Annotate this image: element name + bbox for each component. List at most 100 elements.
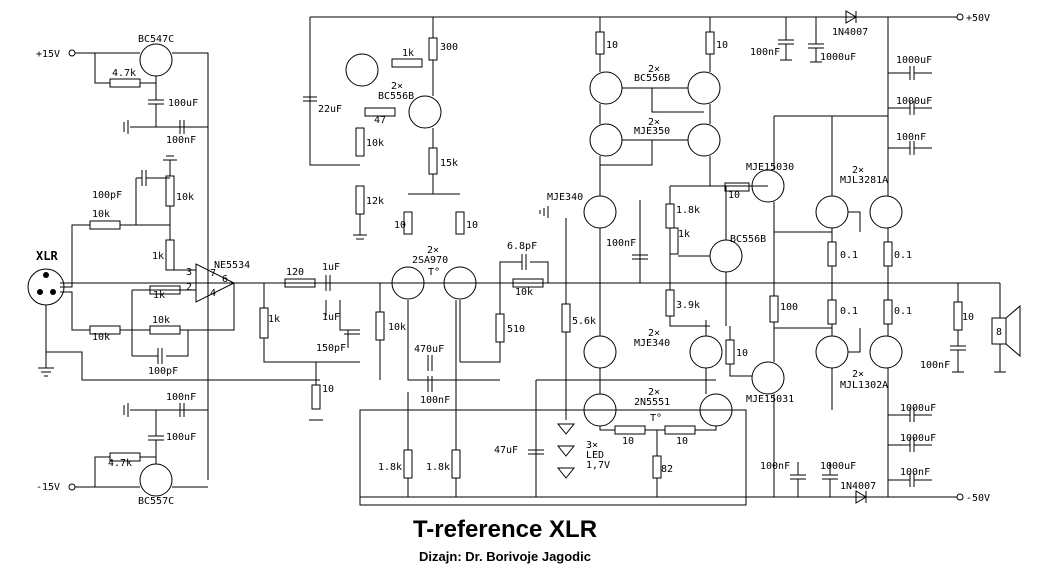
svg-text:100uF: 100uF	[166, 432, 196, 443]
svg-text:1k: 1k	[678, 229, 690, 240]
svg-text:10: 10	[394, 220, 406, 231]
rail-pos-label: +50V	[966, 13, 990, 24]
current-mirror: 10 10 2× BC556B 2× MJE350	[589, 17, 728, 196]
svg-text:100nF: 100nF	[750, 47, 780, 58]
ne5534-label: NE5534	[214, 260, 250, 271]
svg-text:10: 10	[676, 436, 688, 447]
svg-text:3: 3	[186, 267, 192, 278]
svg-text:10: 10	[322, 384, 334, 395]
mje340-b1	[583, 335, 617, 369]
opamp-stage: 10k 10k 100pF 10k 1k NE5534 3 2 7 6 4 1k…	[89, 155, 360, 421]
svg-text:MJE15030: MJE15030	[746, 162, 794, 173]
mje350-q2	[687, 123, 721, 157]
svg-text:1.8k: 1.8k	[378, 462, 402, 473]
mjl3281a-q1	[815, 195, 849, 229]
schematic-title: T-reference XLR	[412, 516, 598, 543]
svg-text:100: 100	[780, 302, 798, 313]
svg-text:2×: 2×	[648, 328, 660, 339]
mje15031-driver	[751, 361, 785, 395]
bc556b-mirror1	[589, 71, 623, 105]
svg-text:0.1: 0.1	[894, 306, 912, 317]
svg-text:T°: T°	[428, 267, 440, 278]
svg-text:MJE15031: MJE15031	[746, 394, 794, 405]
svg-text:BC556B: BC556B	[730, 234, 766, 245]
svg-text:10: 10	[622, 436, 634, 447]
svg-text:2N5551: 2N5551	[634, 397, 670, 408]
svg-text:10k: 10k	[152, 315, 170, 326]
svg-text:3.9k: 3.9k	[676, 300, 700, 311]
svg-text:BC556B: BC556B	[378, 91, 414, 102]
svg-text:47uF: 47uF	[494, 445, 518, 456]
mje340-vas	[583, 195, 617, 229]
svg-text:1000uF: 1000uF	[896, 96, 932, 107]
svg-text:0.1: 0.1	[840, 250, 858, 261]
bc556b-q2	[408, 95, 442, 129]
mje340-b2	[689, 335, 723, 369]
svg-text:10: 10	[716, 40, 728, 51]
svg-text:5.6k: 5.6k	[572, 316, 596, 327]
svg-text:1000uF: 1000uF	[900, 403, 936, 414]
svg-text:100nF: 100nF	[760, 461, 790, 472]
svg-text:1.8k: 1.8k	[426, 462, 450, 473]
svg-text:LED: LED	[586, 450, 604, 461]
svg-text:10k: 10k	[92, 332, 110, 343]
output-stage: 10 MJE15030 10 MJE15031 100 2× MJL3281A …	[724, 17, 912, 497]
diode-pos-icon	[845, 10, 857, 24]
svg-text:1000uF: 1000uF	[820, 52, 856, 63]
regulator-section: +15V BC547C 4.7k 100uF 100nF -15V BC557C…	[36, 34, 209, 507]
ne5534-opamp	[195, 263, 236, 303]
svg-text:6: 6	[222, 274, 228, 285]
diode-neg-icon	[855, 490, 867, 504]
xlr-input: XLR	[27, 224, 320, 381]
mjl1302a-q2	[869, 335, 903, 369]
bc557c-label: BC557C	[138, 496, 174, 507]
svg-text:100uF: 100uF	[168, 98, 198, 109]
svg-text:4: 4	[210, 288, 216, 299]
svg-text:15k: 15k	[440, 158, 458, 169]
svg-text:1k: 1k	[402, 48, 414, 59]
svg-text:MJE350: MJE350	[634, 126, 670, 137]
svg-text:100nF: 100nF	[920, 360, 950, 371]
svg-text:2×: 2×	[648, 387, 660, 398]
svg-text:4.7k: 4.7k	[108, 458, 132, 469]
bc557c-transistor	[139, 463, 173, 497]
mje350-q1	[589, 123, 623, 157]
svg-text:300: 300	[440, 42, 458, 53]
svg-text:10: 10	[728, 190, 740, 201]
svg-text:0.1: 0.1	[840, 306, 858, 317]
svg-text:100nF: 100nF	[166, 392, 196, 403]
schematic-author: Dizajn: Dr. Borivoje Jagodic	[419, 549, 591, 564]
svg-text:6.8pF: 6.8pF	[507, 241, 537, 252]
svg-text:BC556B: BC556B	[634, 73, 670, 84]
led-string-icon	[556, 423, 576, 479]
sa970-q2	[443, 266, 477, 300]
svg-text:2×: 2×	[852, 369, 864, 380]
svg-text:22uF: 22uF	[318, 104, 342, 115]
svg-text:510: 510	[507, 324, 525, 335]
svg-text:47: 47	[374, 115, 386, 126]
svg-text:10: 10	[962, 312, 974, 323]
svg-text:2×: 2×	[648, 117, 660, 128]
svg-text:12k: 12k	[366, 196, 384, 207]
input-diff-pair: 2× BC556B 1k 47 300 22uF 10k 12k 15k 10 …	[303, 17, 549, 497]
svg-text:150pF: 150pF	[316, 343, 346, 354]
svg-text:2×: 2×	[427, 245, 439, 256]
svg-text:1uF: 1uF	[322, 262, 340, 273]
svg-text:1uF: 1uF	[322, 312, 340, 323]
svg-text:MJE340: MJE340	[634, 338, 670, 349]
rail-neg-label: -50V	[966, 493, 990, 504]
rail-neg15-label: -15V	[36, 482, 60, 493]
svg-text:1,7V: 1,7V	[586, 460, 610, 471]
svg-text:1k: 1k	[152, 251, 164, 262]
svg-text:100pF: 100pF	[148, 366, 178, 377]
svg-text:100pF: 100pF	[92, 190, 122, 201]
bc556b-q1	[345, 53, 379, 87]
svg-text:82: 82	[661, 464, 673, 475]
sa970-q1	[391, 266, 425, 300]
mje15030-driver	[751, 169, 785, 203]
svg-text:1N4007: 1N4007	[840, 481, 876, 492]
svg-text:T°: T°	[650, 413, 662, 424]
svg-text:100nF: 100nF	[606, 238, 636, 249]
svg-text:120: 120	[286, 267, 304, 278]
svg-text:0.1: 0.1	[894, 250, 912, 261]
